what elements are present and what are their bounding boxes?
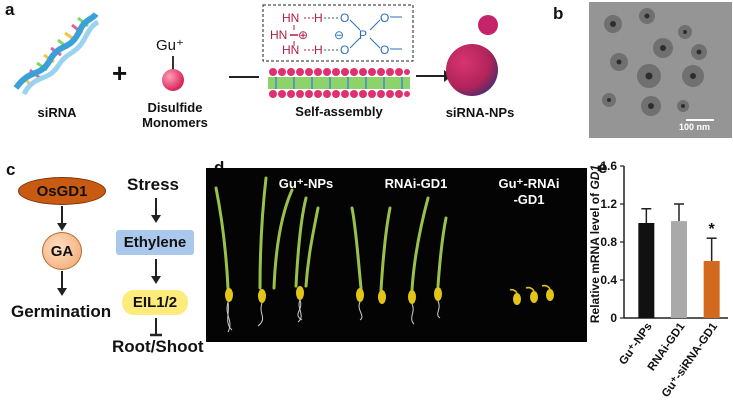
gu-label: Gu⁺	[156, 37, 184, 54]
y-axis-label: Relative mRNA level of GD1	[588, 165, 602, 324]
minus-sign: ⊖	[334, 28, 344, 42]
nanoparticles-icon	[446, 15, 498, 96]
hn-top-text: HN	[282, 11, 299, 25]
arrow-ga-germination	[57, 271, 67, 296]
eil-node: EIL1/2	[122, 290, 188, 315]
panel-b-label: b	[553, 4, 564, 23]
tem-scale-bar-label: 100 nm	[679, 122, 711, 132]
panel-a-label: a	[5, 0, 15, 19]
group-gu-rnai-gd1-label-line2: -GD1	[513, 192, 545, 207]
stress-label: Stress	[127, 175, 179, 194]
ga-label: GA	[50, 242, 74, 260]
ethylene-node: Ethylene	[116, 230, 194, 255]
bar	[671, 221, 687, 318]
y-tick-label: 1.2	[600, 197, 617, 211]
bar	[638, 223, 655, 318]
ga-node: GA	[42, 232, 82, 270]
y-tick-label: 0.8	[600, 235, 617, 249]
h-bottom-text: H	[314, 43, 323, 57]
group-rnai-gd1-label: RNAi-GD1	[384, 176, 448, 191]
arrow-ethylene-eil	[151, 259, 161, 284]
plant-photo: Gu⁺-NPs RNAi-GD1 Gu⁺-RNAi -GD1	[206, 168, 587, 342]
significance-marker: *	[709, 221, 716, 238]
o-3-text: O	[380, 11, 389, 25]
svg-text:HN: HN	[270, 28, 287, 42]
seedlings-illustration	[214, 176, 554, 333]
monomer-sphere-icon	[162, 56, 184, 91]
arrow-osgd1-ga	[57, 206, 67, 231]
eil-label: EIL1/2	[132, 294, 178, 311]
y-tick-label: 1.6	[600, 160, 617, 173]
o-2-text: O	[340, 43, 349, 57]
hn-bottom-text: HN	[282, 43, 299, 57]
self-assembly-caption: Self-assembly	[295, 104, 383, 119]
inhibit-arrow	[150, 318, 162, 337]
monomers-caption-line2: Monomers	[142, 115, 208, 130]
sirna-helix-icon	[13, 12, 100, 96]
germination-label: Germination	[11, 302, 112, 321]
monomers-caption-line1: Disulfide	[147, 100, 203, 115]
p-text: P	[359, 28, 367, 42]
plus-operator: +	[112, 58, 128, 88]
o-4-text: O	[380, 43, 389, 57]
sirna-nps-caption: siRNA-NPs	[445, 105, 515, 120]
y-tick-label: 0.4	[600, 273, 617, 287]
sirna-caption: siRNA	[37, 105, 77, 120]
plus-sign: ⊕	[298, 28, 308, 42]
group-gu-rnai-gd1-label-line1: Gu⁺-RNAi	[498, 176, 560, 191]
ethylene-label: Ethylene	[123, 234, 187, 251]
h-top-text: H	[314, 11, 323, 25]
osgd1-node: OsGD1	[18, 177, 106, 205]
osgd1-label: OsGD1	[36, 182, 88, 200]
y-tick-label: 0	[610, 311, 617, 325]
chemistry-box: HN HN HN ⊕ H H O O ⊖ P O O	[262, 4, 414, 62]
arrow-stress-ethylene	[151, 198, 161, 223]
panel-d-label: d	[214, 158, 224, 178]
bilayer-icon	[268, 68, 410, 98]
group-gu-nps-label: Gu⁺-NPs	[278, 176, 334, 191]
o-1-text: O	[340, 11, 349, 25]
panel-c-label: c	[6, 160, 16, 179]
bar	[703, 261, 720, 318]
dash-connector	[229, 76, 259, 78]
rootshoot-label: Root/Shoot	[112, 337, 204, 356]
tem-image	[589, 2, 732, 138]
panel-e-label: e	[598, 158, 608, 177]
